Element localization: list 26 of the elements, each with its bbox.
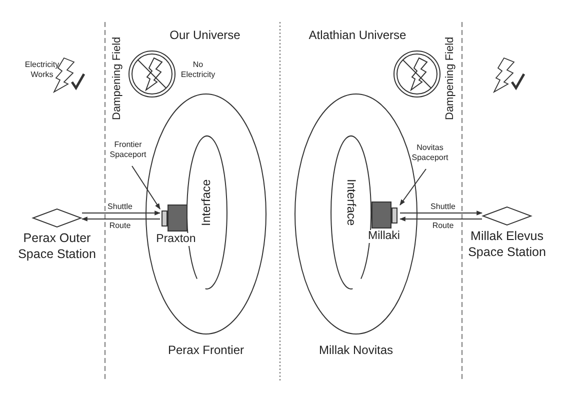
route-arrow [81, 216, 160, 222]
edge-label: Route [432, 221, 454, 230]
interface-label: Interface [199, 178, 214, 228]
callout-text: Novitas Spaceport [407, 143, 453, 169]
edge-label: Shuttle [108, 202, 132, 211]
route-arrow [400, 210, 483, 216]
callout-text: Frontier Spaceport [105, 140, 151, 166]
leader-line [132, 166, 160, 210]
caption-text: Electricity Works [24, 60, 60, 81]
spaceport-name: Millaki [368, 230, 400, 243]
route-arrow [399, 216, 482, 222]
universe-title: Our Universe [168, 28, 242, 44]
edge-label: Route [109, 221, 131, 230]
field-label: Dampening Field [443, 35, 457, 122]
interface-label: Interface [344, 178, 359, 228]
field-label: Dampening Field [110, 35, 124, 122]
region-name: Perax Frontier [166, 343, 246, 359]
station-name: Perax Outer Space Station [17, 230, 97, 262]
caption-text: No Electricity [180, 60, 216, 81]
edge-label: Shuttle [430, 202, 456, 211]
spaceport-name: Praxton [156, 233, 196, 246]
route-arrow [82, 210, 161, 216]
station-name: Millak Elevus Space Station [467, 228, 547, 260]
universe-title: Atlathian Universe [308, 28, 408, 44]
leader-line [400, 168, 426, 206]
region-name: Millak Novitas [318, 343, 394, 359]
